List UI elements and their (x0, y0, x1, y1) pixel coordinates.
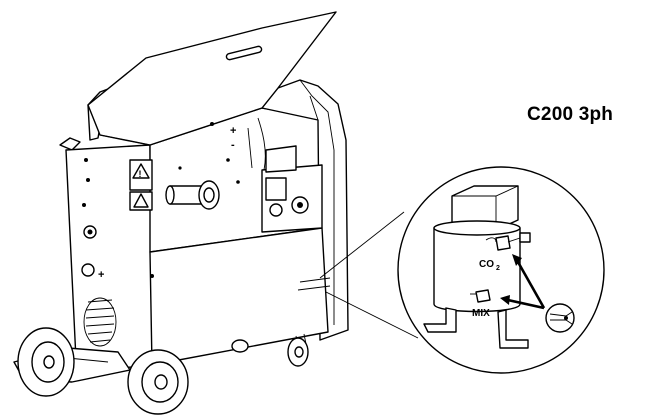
mount-foot-left (423, 307, 457, 333)
vent-grille (83, 297, 117, 347)
ground-socket (81, 263, 95, 277)
callout-line-lower (325, 291, 419, 339)
welding-machine: + ! (13, 11, 349, 415)
wire-feeder (261, 145, 323, 233)
co2-fitting (485, 232, 531, 251)
mix-label: MIX (472, 308, 490, 319)
warning-triangle-icon: ! (129, 159, 153, 211)
rear-castor-right (287, 333, 309, 367)
rear-castor-left (231, 339, 249, 353)
co2-subscript: 2 (496, 265, 500, 272)
mount-foot-right (497, 309, 529, 349)
arrow-to-mix (507, 298, 545, 310)
front-lower-panel (149, 227, 329, 366)
svg-text:!: ! (139, 169, 142, 179)
front-wheel-right (127, 349, 189, 415)
regulator-detail: CO 2 MIX (397, 166, 605, 374)
mix-fitting (470, 289, 491, 303)
arrow-to-co2 (516, 261, 546, 309)
lid-handle (225, 45, 263, 61)
front-wheel-left (17, 327, 75, 397)
clamp-icon (545, 303, 575, 333)
polarity-plus-inside: + (230, 125, 236, 137)
polarity-minus-inside: - (231, 139, 235, 151)
wire-spool (165, 180, 220, 210)
co2-label: CO (479, 259, 494, 270)
plus-marker: + (98, 269, 104, 281)
model-title: C200 3ph (527, 104, 614, 125)
callout-line-upper (319, 211, 405, 279)
